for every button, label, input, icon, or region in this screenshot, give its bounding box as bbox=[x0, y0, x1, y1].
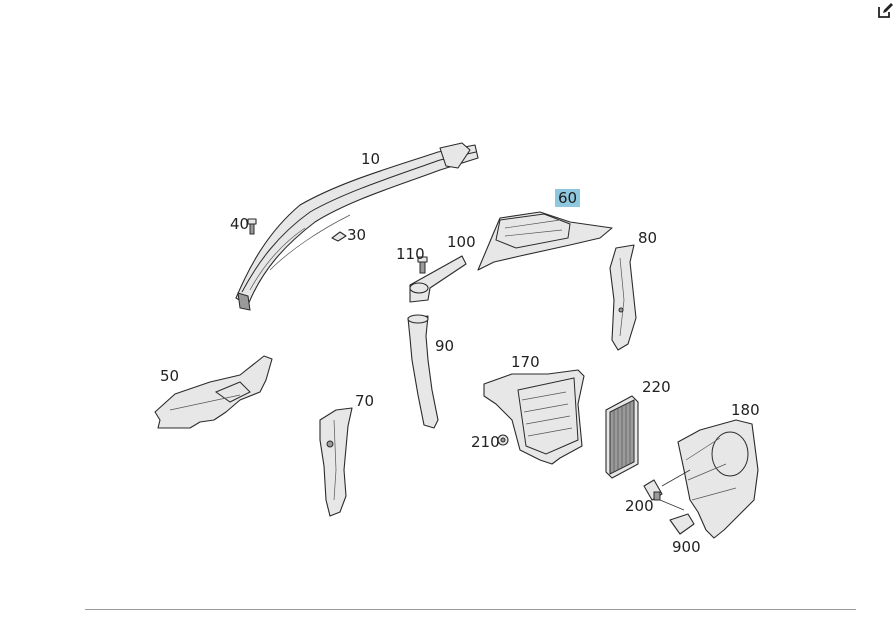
part-60[interactable] bbox=[477, 211, 613, 271]
part-170[interactable] bbox=[483, 369, 585, 465]
part-10[interactable] bbox=[235, 142, 479, 311]
callout-60[interactable]: 60 bbox=[555, 189, 581, 207]
part-110[interactable] bbox=[417, 256, 428, 274]
callout-100[interactable]: 100 bbox=[447, 233, 476, 251]
part-30[interactable] bbox=[331, 231, 347, 242]
part-180[interactable] bbox=[677, 419, 759, 539]
callout-80[interactable]: 80 bbox=[638, 229, 658, 247]
part-50[interactable] bbox=[154, 355, 273, 429]
edit-button[interactable] bbox=[876, 2, 894, 20]
part-200[interactable] bbox=[643, 469, 691, 511]
callout-900[interactable]: 900 bbox=[672, 538, 701, 556]
edit-icon bbox=[878, 3, 893, 18]
part-900[interactable] bbox=[669, 513, 695, 535]
part-80[interactable] bbox=[609, 244, 637, 351]
callout-170[interactable]: 170 bbox=[511, 353, 540, 371]
callout-200[interactable]: 200 bbox=[625, 497, 654, 515]
callout-40[interactable]: 40 bbox=[230, 215, 250, 233]
callout-210[interactable]: 210 bbox=[471, 433, 500, 451]
callout-50[interactable]: 50 bbox=[160, 367, 180, 385]
part-40[interactable] bbox=[247, 218, 257, 235]
callout-180[interactable]: 180 bbox=[731, 401, 760, 419]
part-90[interactable] bbox=[407, 314, 439, 429]
callout-220[interactable]: 220 bbox=[642, 378, 671, 396]
callout-90[interactable]: 90 bbox=[435, 337, 455, 355]
callout-30[interactable]: 30 bbox=[347, 226, 367, 244]
callout-70[interactable]: 70 bbox=[355, 392, 375, 410]
part-100[interactable] bbox=[409, 255, 467, 303]
callout-10[interactable]: 10 bbox=[361, 150, 381, 168]
part-70[interactable] bbox=[319, 407, 353, 517]
bottom-divider bbox=[85, 609, 856, 610]
callout-110[interactable]: 110 bbox=[396, 245, 425, 263]
part-210[interactable] bbox=[497, 434, 509, 446]
part-220[interactable] bbox=[605, 395, 639, 479]
